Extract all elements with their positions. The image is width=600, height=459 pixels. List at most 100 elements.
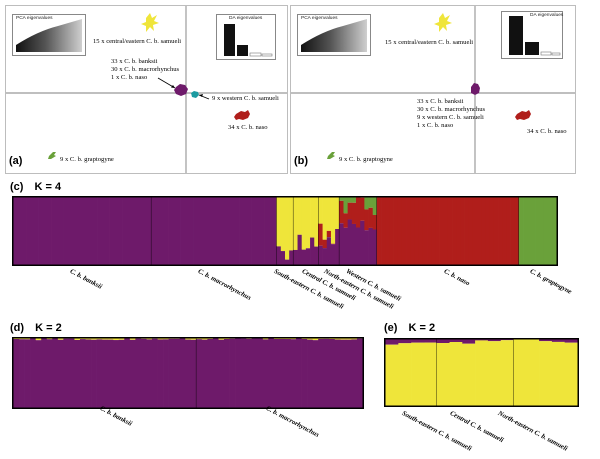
panel-d-bar-segment — [79, 339, 86, 408]
panel-a-label-central: 15 x central/eastern C. b. samueli — [93, 38, 182, 45]
panel-c-bar-segment — [477, 197, 482, 265]
panel-c-bar-segment — [197, 197, 202, 265]
panel-b-pca-inset: PCA eigenvalues — [297, 14, 371, 56]
panel-c-bar-segment — [113, 197, 119, 265]
panel-b: PCA eigenvalues DA eigenvalues 15 x cent… — [290, 5, 576, 174]
panel-d-bar-segment — [85, 338, 92, 340]
panel-d-bar-segment — [102, 338, 109, 340]
panel-a-da-bars — [224, 24, 273, 57]
panel-c-bar-segment — [142, 197, 148, 265]
panel-a-tag: (a) — [9, 155, 23, 167]
panel-c-bar-segment — [34, 197, 39, 265]
panel-d-plot-frame — [12, 337, 364, 409]
panel-d-bar-segment — [229, 338, 236, 408]
panel-d-bar-segment — [262, 338, 269, 340]
panel-d-bar-segment — [340, 338, 347, 340]
panel-c-bar-segment — [318, 197, 323, 224]
panel-d-bar-segment — [196, 338, 203, 340]
panel-e-bar-segment — [436, 343, 450, 406]
panel-b-da-bar-1 — [509, 16, 523, 55]
panel-b-scatter — [291, 6, 575, 173]
panel-c-bar-segment — [51, 197, 56, 265]
panel-d-bar-segment — [257, 338, 264, 408]
panel-d-bar-segment — [268, 338, 275, 408]
panel-d-bar-segment — [329, 339, 336, 408]
panel-e-bar-segment — [423, 339, 438, 343]
panel-d-bar-segment — [318, 338, 325, 408]
panel-c-bar-segment — [163, 197, 169, 265]
panel-c-bar-segment — [397, 197, 403, 265]
panel-c-bar-segment — [63, 197, 69, 265]
panel-d-bar-segment — [24, 338, 31, 340]
panel-d-bar-segment — [218, 339, 225, 408]
panel-a-label-naso: 34 x C. b. naso — [228, 124, 268, 131]
panel-d-bar-segment — [329, 338, 336, 340]
panel-b-label-mix-4: 1 x C. b. naso — [417, 122, 454, 129]
panel-d-k: K = 2 — [35, 322, 62, 334]
panel-b-tag: (b) — [294, 155, 309, 167]
panel-c-bar-segment — [314, 197, 319, 247]
panel-c-bar-segment — [276, 246, 282, 265]
panel-c-bar-segment — [71, 197, 77, 265]
panel-c-bar-segment — [452, 197, 457, 265]
panel-c-bar-segment — [372, 229, 378, 265]
panel-a-da-bar-3 — [249, 52, 262, 57]
panel-c-bar-segment — [285, 259, 290, 265]
panel-d-bar-segment — [13, 338, 20, 340]
panel-c-bar-segment — [285, 197, 290, 260]
panel-c-label-naso: C. b. naso — [442, 268, 471, 288]
panel-e-bar-segment — [500, 340, 514, 406]
panel-c-bar-segment — [460, 197, 465, 265]
panel-c-bar-segment — [347, 219, 353, 265]
panel-c-bar-segment — [293, 249, 298, 265]
panel-c-bar-segment — [180, 197, 186, 265]
panel-d-bar-segment — [279, 338, 286, 408]
panel-d-bar-segment — [290, 338, 297, 340]
panel-c-bar-segment — [205, 197, 211, 265]
panel-d-bar-segment — [74, 339, 81, 408]
panel-c-bar-segment — [326, 197, 332, 231]
panel-e-bar-segment — [539, 341, 553, 406]
panel-c-plot-frame — [12, 196, 558, 266]
panel-d-bar-segment — [196, 339, 203, 408]
panel-c-bar-segment — [280, 197, 286, 252]
panel-c-bar-segment — [209, 197, 215, 265]
panel-b-cluster-naso — [515, 110, 531, 120]
panel-d-bar-segment — [190, 338, 197, 340]
panel-c-bar-segment — [372, 214, 378, 230]
panel-e-k: K = 2 — [408, 322, 436, 334]
panel-d-bar-segment — [240, 338, 247, 408]
panel-c-bar-segment — [168, 197, 173, 265]
panel-d-bar-segment — [185, 339, 192, 408]
panel-c-bar-segment — [201, 197, 206, 265]
panel-d-bar-segment — [57, 339, 64, 408]
panel-c-bar-segment — [539, 197, 545, 265]
panel-c-bar-segment — [543, 197, 549, 265]
panel-c-bar-segment — [301, 249, 307, 265]
panel-c-bar-segment — [134, 197, 140, 265]
panel-c-bar-segment — [243, 197, 248, 265]
panel-d-bar-segment — [273, 339, 280, 408]
panel-b-label-mix-1: 33 x C. b. banksii — [417, 98, 464, 105]
panel-c-bar-segment — [326, 237, 332, 265]
panel-c-bar-segment — [368, 207, 374, 228]
panel-d-bar-segment — [235, 338, 241, 408]
panel-c-bar-segment — [330, 197, 336, 244]
panel-d-bar-segment — [201, 339, 208, 408]
panel-a-pca-bars — [16, 19, 82, 52]
panel-c-bar-segment — [21, 197, 27, 265]
panel-d-title: (d) K = 2 — [10, 322, 62, 334]
panel-e-bar-segment — [385, 344, 399, 406]
panel-c-bar-segment — [339, 200, 344, 224]
panel-d-bar-segment — [273, 338, 280, 340]
panel-c-bar-segment — [347, 202, 353, 220]
panel-b-label-grapt: 9 x C. b. graptogyne — [339, 156, 393, 163]
panel-c-label-banksii: C. b. banksii — [68, 268, 104, 291]
panel-d-bar-segment — [13, 339, 20, 408]
panel-c-bar-segment — [17, 197, 23, 265]
panel-c-bar-segment — [88, 197, 94, 265]
panel-c-bar-segment — [376, 197, 382, 265]
panel-d-bar-segment — [146, 338, 153, 340]
panel-c-bar-segment — [343, 197, 349, 214]
panel-c-bar-segment — [351, 223, 357, 265]
